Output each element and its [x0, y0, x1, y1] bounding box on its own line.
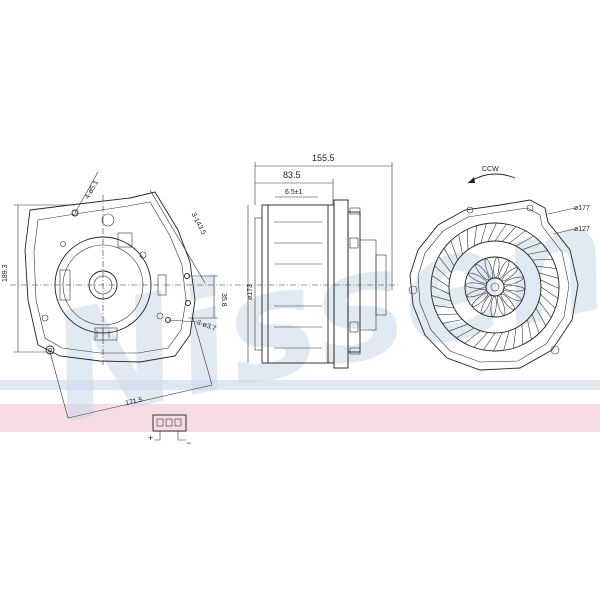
impeller-blade	[521, 242, 542, 251]
hub-rib	[465, 282, 486, 289]
impeller-blade	[467, 229, 469, 250]
hub-rib	[498, 260, 510, 279]
impeller-blade	[494, 223, 507, 242]
impeller-blade	[535, 265, 557, 269]
dim-inner-diameter: ø127	[574, 226, 590, 233]
side-view: 155.5 83.5 6.5±1 ø173	[235, 153, 400, 369]
hub-rib	[503, 290, 522, 302]
impeller-blade	[540, 286, 559, 299]
impeller-blade	[437, 313, 458, 315]
hub-rib	[466, 288, 487, 298]
impeller-blade	[509, 230, 526, 244]
impeller-blade	[430, 285, 450, 295]
impeller-blade	[458, 234, 463, 255]
hub-rib	[490, 296, 497, 317]
hub-rib	[472, 292, 489, 307]
impeller-blade	[483, 332, 496, 351]
hub-rib	[496, 295, 506, 316]
impeller-blade	[431, 295, 452, 302]
hub-rib	[475, 264, 490, 281]
connector-minus: −	[186, 438, 191, 448]
impeller-blade	[513, 327, 517, 349]
impeller-blades	[430, 222, 560, 352]
dim-width: 171.5	[125, 396, 144, 407]
dim-motor-length: 83.5	[283, 170, 301, 180]
impeller-blade	[464, 330, 481, 344]
hub-rib	[493, 257, 500, 278]
impeller-blade	[527, 319, 532, 340]
rotation-label: CCW	[482, 166, 499, 173]
connector-plus: +	[148, 433, 153, 443]
impeller-blade	[538, 272, 559, 279]
impeller-blade	[515, 235, 534, 247]
dim-height: 189.3	[2, 264, 9, 282]
impeller-blade	[443, 248, 455, 267]
impeller-blade	[527, 250, 548, 255]
front-view: CCW ø177 ø127	[408, 166, 590, 371]
dim-outer-diameter: ø177	[574, 205, 590, 212]
dim-shaft: 6.5±1	[285, 189, 303, 196]
connector-symbol: + −	[148, 414, 191, 448]
hub-rib	[504, 285, 525, 292]
pink-band	[0, 404, 600, 432]
impeller-blade	[493, 332, 503, 352]
impeller-blade	[431, 275, 450, 288]
impeller-blade	[535, 307, 547, 326]
hub-rib	[480, 295, 492, 314]
impeller-blade	[433, 305, 455, 309]
blue-band	[0, 380, 600, 390]
impeller-blade	[540, 293, 556, 309]
dim-offset: 35.8	[220, 293, 227, 307]
impeller-blade	[503, 330, 510, 351]
impeller-blade	[501, 226, 517, 242]
hub-rib	[503, 276, 524, 286]
impeller-blade	[531, 313, 540, 334]
dim-diameter: ø173	[247, 284, 254, 300]
impeller-blade	[448, 323, 469, 332]
impeller-blade	[521, 324, 523, 345]
impeller-blade	[450, 240, 459, 261]
hub-rib	[501, 267, 518, 282]
hub-rib	[468, 272, 487, 284]
impeller-blade	[538, 301, 552, 318]
impeller-blade	[487, 222, 497, 242]
impeller-blade	[456, 327, 475, 339]
impeller-blade	[473, 225, 477, 247]
impeller-blade	[532, 259, 553, 261]
impeller-blade	[473, 332, 489, 348]
impeller-blade	[442, 319, 463, 324]
impeller-blade	[434, 265, 450, 281]
dim-bolt-circle: 3-143.5	[189, 212, 206, 236]
impeller-blade	[480, 223, 487, 244]
impeller-blade	[438, 256, 452, 273]
hub-rib	[484, 258, 494, 279]
hub-rib	[500, 293, 515, 310]
dim-overall-length: 155.5	[312, 153, 335, 163]
dim-hole-top: 4-ø5.1	[84, 179, 100, 200]
impeller-blade	[540, 279, 560, 289]
